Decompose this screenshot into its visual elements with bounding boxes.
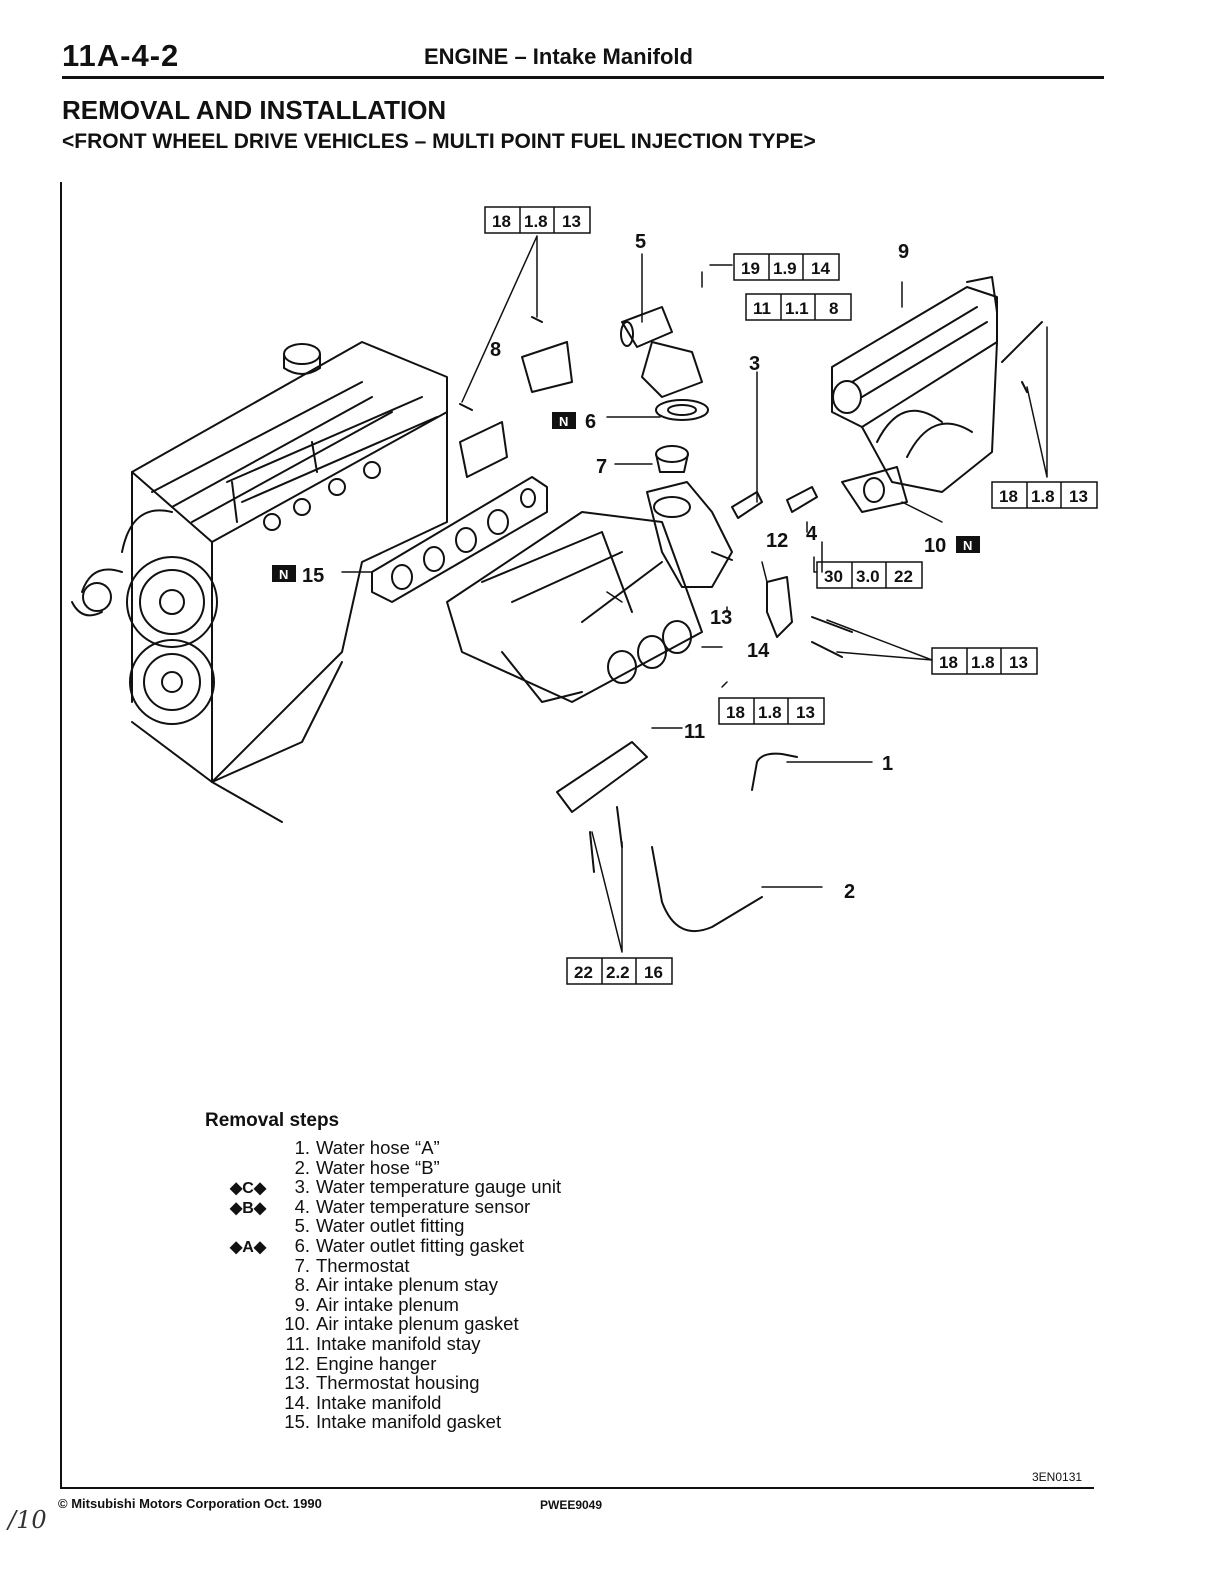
intake-gasket-drawing xyxy=(371,476,548,603)
torque-value: 18 xyxy=(999,487,1018,506)
torque-specs xyxy=(484,206,1098,985)
part-label-2: 2 xyxy=(844,881,855,903)
removal-step: 2.Water hose “B” xyxy=(294,1156,440,1178)
manifold-stay-drawing xyxy=(556,741,648,813)
part-label-3: 3 xyxy=(749,353,760,375)
removal-step: 14.Intake manifold xyxy=(284,1391,442,1413)
torque-value: 13 xyxy=(1069,487,1088,506)
part-label-13: 13 xyxy=(710,607,732,629)
outlet-gasket-drawing xyxy=(655,399,709,421)
torque-value: 1.8 xyxy=(1031,487,1055,506)
torque-value: 18 xyxy=(939,653,958,672)
intake-manifold-drawing xyxy=(446,511,703,703)
bolts-drawing xyxy=(459,316,1043,873)
part-label-9: 9 xyxy=(898,241,909,263)
page-number: 11A-4-2 xyxy=(62,38,180,73)
page-subtitle: <FRONT WHEEL DRIVE VEHICLES – MULTI POIN… xyxy=(62,130,816,153)
torque-value: 19 xyxy=(741,259,760,278)
gauge-unit-drawing xyxy=(731,491,763,519)
torque-value: 1.1 xyxy=(785,299,809,318)
page-title: REMOVAL AND INSTALLATION xyxy=(62,95,447,125)
torque-values: 18 1.8 13 19 1.9 14 11 1.1 8 18 1.8 13 3… xyxy=(492,212,1088,982)
removal-step: 9.Air intake plenum xyxy=(294,1293,459,1315)
removal-step: 8.Air intake plenum stay xyxy=(294,1274,499,1296)
part-label-1: 1 xyxy=(882,753,893,775)
torque-value: 13 xyxy=(562,212,581,231)
temp-sensor-drawing xyxy=(786,486,818,513)
section-title: ENGINE – Intake Manifold xyxy=(424,44,693,69)
leader-lines xyxy=(341,235,1048,953)
torque-value: 1.8 xyxy=(971,653,995,672)
exploded-diagram: 1 2 3 4 5 6 7 8 9 10 11 12 13 14 15 N N … xyxy=(71,206,1098,985)
air-intake-plenum-drawing xyxy=(831,276,998,493)
part-label-11: 11 xyxy=(684,721,705,743)
torque-value: 1.8 xyxy=(758,703,782,722)
handwritten-note: /10 xyxy=(8,1506,47,1534)
part-label-5: 5 xyxy=(635,231,646,253)
removal-step: ◆B◆4.Water temperature sensor xyxy=(230,1195,531,1217)
frame-bottom-rule xyxy=(60,1487,1094,1489)
torque-value: 2.2 xyxy=(606,963,630,982)
plenum-stay-drawing xyxy=(459,421,508,478)
water-hose-b-drawing xyxy=(651,846,763,932)
part-label-15: 15 xyxy=(302,565,324,587)
plenum-gasket-drawing xyxy=(841,466,908,513)
copyright: © Mitsubishi Motors Corporation Oct. 199… xyxy=(58,1496,322,1511)
removal-step: 15.Intake manifold gasket xyxy=(284,1411,502,1433)
thermostat-housing-drawing xyxy=(646,481,733,588)
water-hose-a-drawing xyxy=(751,752,798,791)
water-outlet-fitting-drawing xyxy=(620,306,703,398)
header-rule xyxy=(62,76,1104,79)
torque-value: 13 xyxy=(796,703,815,722)
torque-value: 22 xyxy=(894,567,913,586)
new-badge-15: N xyxy=(279,567,288,582)
torque-value: 11 xyxy=(753,299,771,318)
removal-step: 5.Water outlet fitting xyxy=(294,1215,465,1237)
torque-value: 14 xyxy=(811,259,830,278)
part-label-4: 4 xyxy=(806,523,818,545)
torque-value: 30 xyxy=(824,567,843,586)
torque-value: 3.0 xyxy=(856,567,880,586)
new-badge-10: N xyxy=(963,538,972,553)
removal-step: 1.Water hose “A” xyxy=(294,1137,440,1158)
torque-value: 18 xyxy=(492,212,511,231)
removal-step: 13.Thermostat housing xyxy=(284,1372,480,1394)
part-labels: 1 2 3 4 5 6 7 8 9 10 11 12 13 14 15 xyxy=(302,231,946,903)
torque-value: 1.9 xyxy=(773,259,797,278)
torque-value: 22 xyxy=(574,963,593,982)
part-label-7: 7 xyxy=(596,456,607,478)
torque-value: 1.8 xyxy=(524,212,548,231)
engine-block-drawing xyxy=(71,341,448,823)
document-code: PWEE9049 xyxy=(540,1498,603,1512)
torque-value: 8 xyxy=(829,299,838,318)
removal-steps-list: 1.Water hose “A” 2.Water hose “B” ◆C◆3.W… xyxy=(230,1138,561,1432)
part-label-10: 10 xyxy=(924,535,946,557)
torque-value: 18 xyxy=(726,703,745,722)
removal-step: 10.Air intake plenum gasket xyxy=(284,1313,519,1335)
thermostat-drawing xyxy=(655,445,689,473)
frame-left-rule xyxy=(60,182,62,1488)
new-badge-6: N xyxy=(559,414,568,429)
part-label-12: 12 xyxy=(766,530,788,552)
torque-value: 16 xyxy=(644,963,663,982)
removal-step: ◆A◆6.Water outlet fitting gasket xyxy=(230,1234,525,1256)
figure-code: 3EN0131 xyxy=(1032,1470,1083,1484)
removal-steps-title: Removal steps xyxy=(205,1110,340,1131)
removal-step: 11.Intake manifold stay xyxy=(285,1332,481,1354)
engine-hanger-drawing xyxy=(766,576,793,638)
removal-step: ◆C◆3.Water temperature gauge unit xyxy=(230,1176,562,1198)
torque-value: 13 xyxy=(1009,653,1028,672)
part-label-14: 14 xyxy=(747,640,770,662)
removal-step: 7.Thermostat xyxy=(294,1254,410,1276)
removal-step: 12.Engine hanger xyxy=(284,1352,437,1374)
new-part-badges: N N N xyxy=(272,412,980,582)
part-label-8: 8 xyxy=(490,339,501,361)
part-label-6: 6 xyxy=(585,411,596,433)
